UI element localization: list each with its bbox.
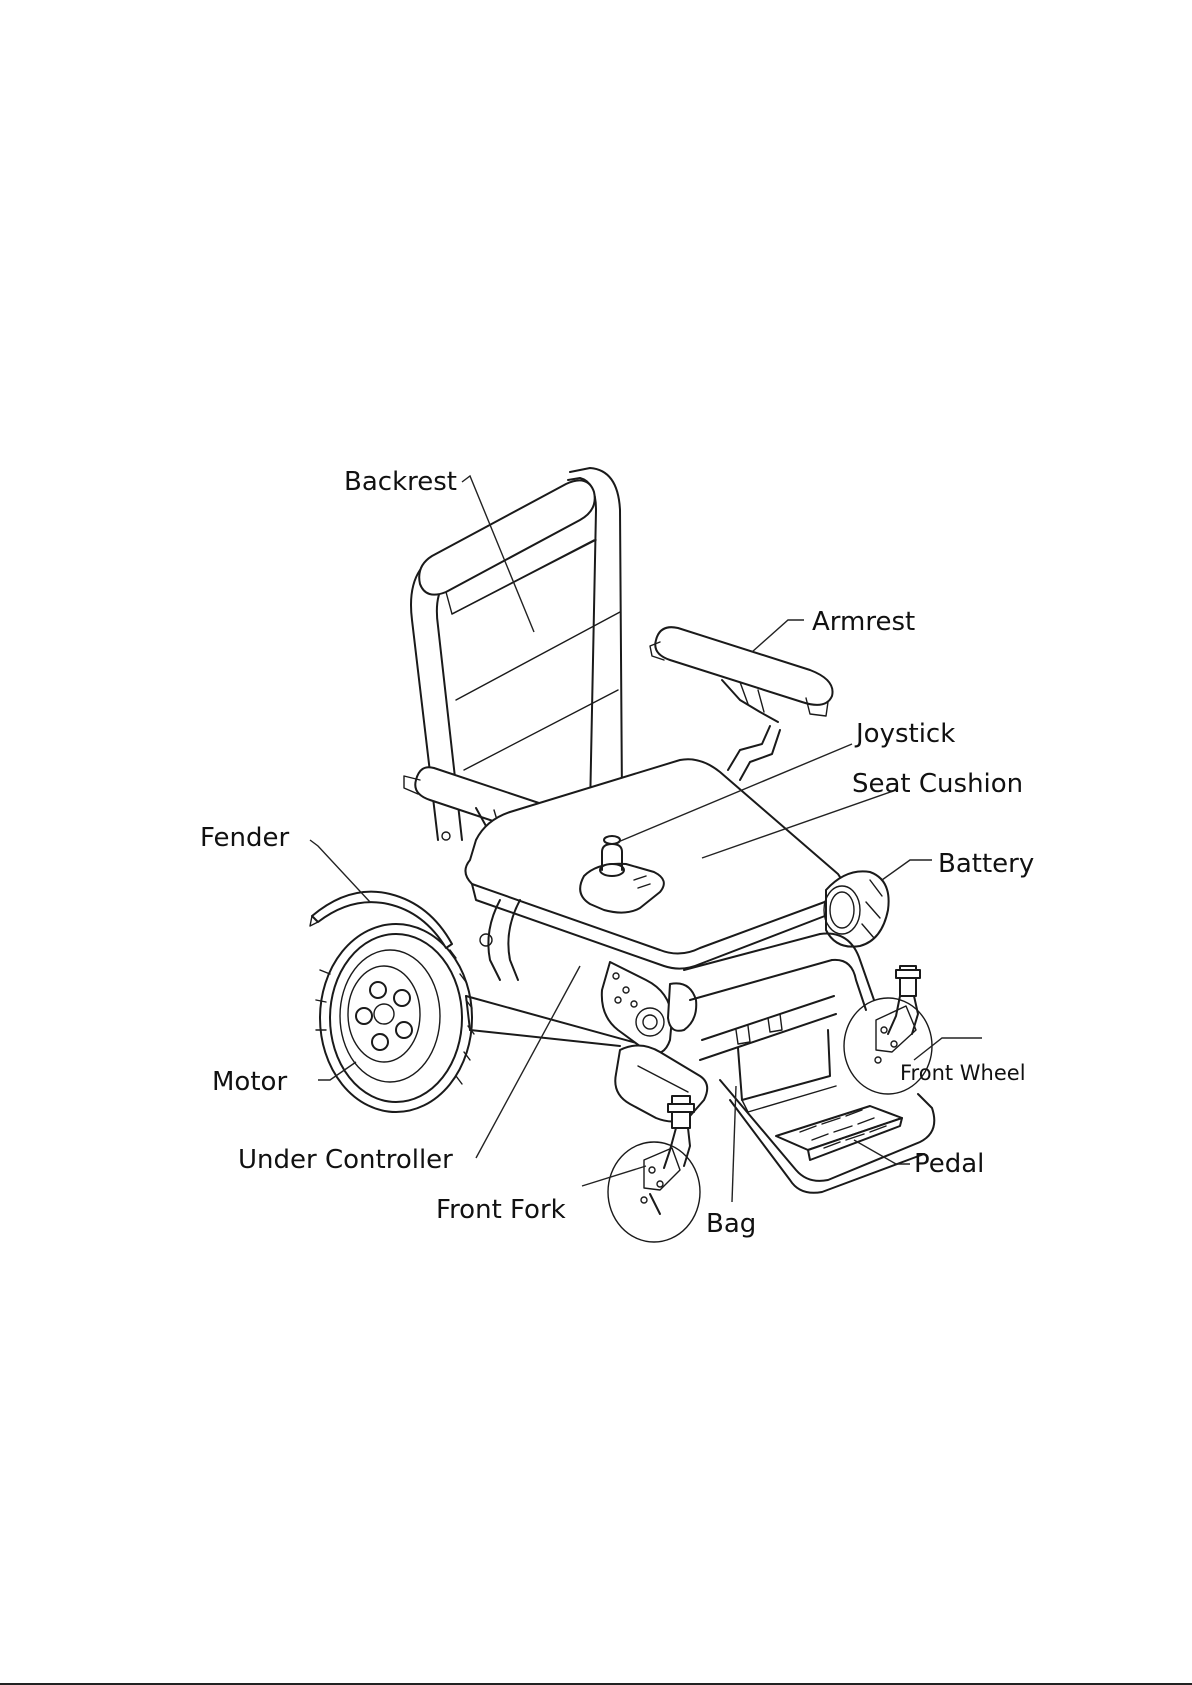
label-pedal: Pedal: [914, 1149, 984, 1179]
battery-housing: [824, 871, 889, 946]
leader-front-fork: [582, 1166, 646, 1186]
label-joystick: Joystick: [854, 719, 955, 749]
fender: [310, 892, 452, 948]
label-armrest: Armrest: [812, 607, 915, 637]
under-seat-mount: [602, 962, 696, 1054]
leader-armrest: [752, 620, 804, 652]
wheelchair-illustration: [310, 468, 934, 1242]
label-motor: Motor: [212, 1067, 287, 1097]
leader-pedal: [854, 1140, 910, 1164]
leader-battery: [882, 860, 932, 880]
label-front-fork: Front Fork: [436, 1195, 566, 1225]
lower-frame: [684, 934, 874, 1060]
label-battery: Battery: [938, 849, 1034, 879]
rear-wheel: [316, 924, 474, 1112]
label-backrest: Backrest: [344, 467, 457, 497]
seat-cushion: [465, 759, 842, 968]
leader-fender: [310, 840, 370, 902]
label-under-controller: Under Controller: [238, 1145, 453, 1175]
leader-front-wheel: [914, 1038, 982, 1060]
label-fender: Fender: [200, 823, 290, 853]
right-armrest: [650, 627, 833, 780]
label-front-wheel: Front Wheel: [900, 1061, 1026, 1085]
leader-under-controller: [476, 966, 580, 1158]
label-seat-cushion: Seat Cushion: [852, 769, 1023, 799]
label-bag: Bag: [706, 1209, 756, 1239]
